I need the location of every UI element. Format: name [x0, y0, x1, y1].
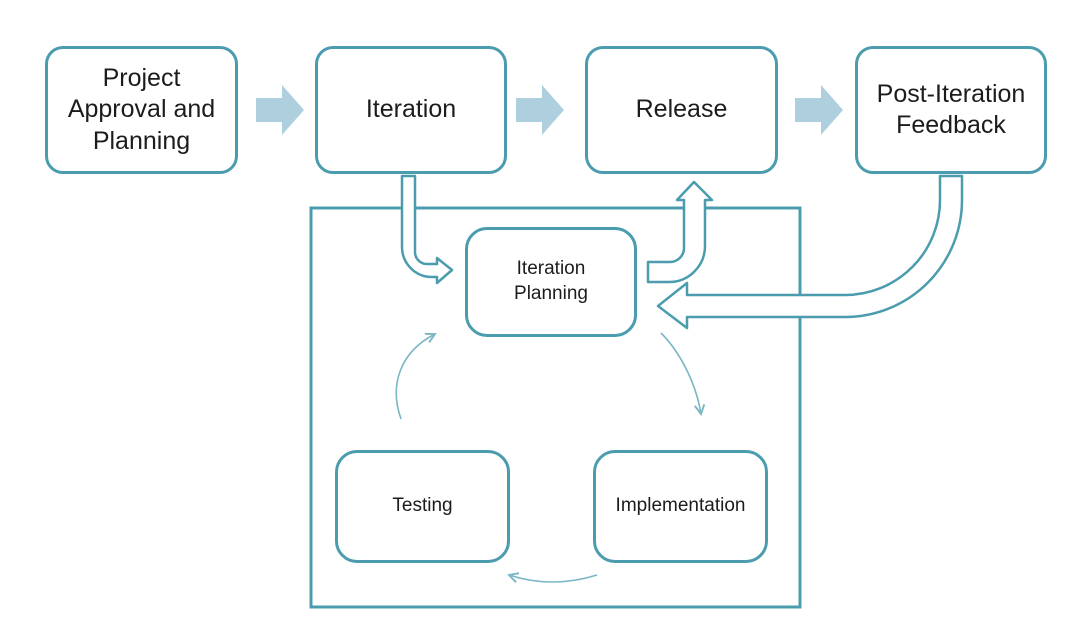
box-testing-label: Testing	[392, 495, 453, 517]
box-project-approval-planning-label: Project Approval and Planning	[67, 64, 216, 155]
box-release: Release	[585, 46, 778, 174]
implementation-to-testing-arrow	[509, 575, 598, 582]
flow-arrow-release-to-feedback	[795, 85, 843, 135]
box-implementation-label: Implementation	[615, 495, 746, 517]
box-iteration-planning-label: Iteration Planning	[514, 258, 588, 304]
flow-arrow-approval-to-iteration	[256, 85, 304, 135]
box-post-iteration-feedback: Post-Iteration Feedback	[855, 46, 1047, 174]
planning-to-release-arrow	[646, 180, 714, 284]
box-post-iteration-feedback-label: Post-Iteration Feedback	[876, 79, 1026, 139]
box-iteration-planning: Iteration Planning	[465, 227, 637, 337]
box-testing: Testing	[335, 450, 510, 563]
box-implementation: Implementation	[593, 450, 768, 563]
iteration-to-planning-arrow	[400, 174, 454, 285]
box-iteration-label: Iteration	[365, 95, 457, 124]
box-release-label: Release	[635, 95, 728, 124]
box-iteration: Iteration	[315, 46, 507, 174]
feedback-to-planning-arrow	[656, 174, 964, 330]
iteration-cycle-container	[309, 206, 802, 609]
box-project-approval-planning: Project Approval and Planning	[45, 46, 238, 174]
testing-to-planning-arrow	[395, 334, 435, 420]
flow-arrow-iteration-to-release	[516, 85, 564, 135]
planning-to-implementation-arrow	[660, 332, 701, 414]
